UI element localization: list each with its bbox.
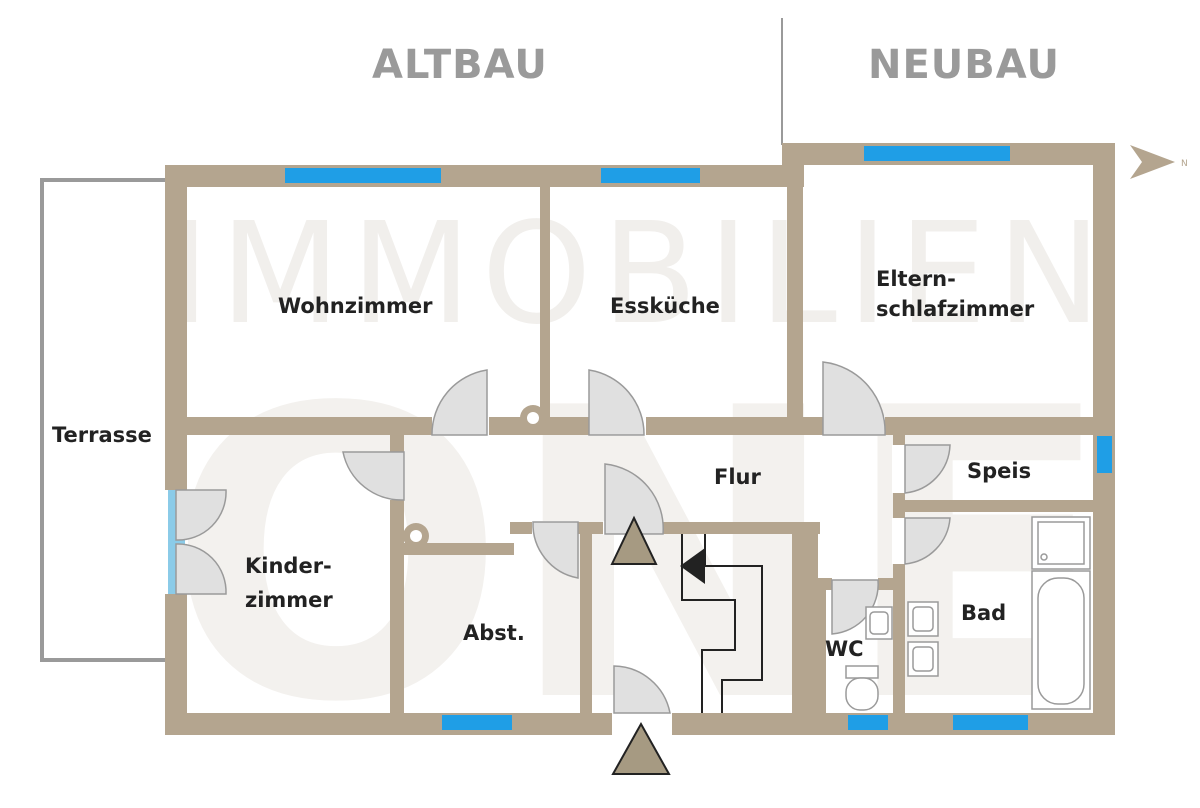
bath-fixtures [845, 516, 1091, 711]
room-terrasse: Terrasse [52, 423, 152, 447]
north-arrow-icon: N [1130, 145, 1188, 179]
room-abst: Abst. [463, 621, 525, 645]
terrace-outline [40, 178, 165, 662]
room-kinderzimmer-line1: Kinder- [245, 554, 332, 578]
header-neubau: NEUBAU [868, 42, 1060, 88]
watermark-immobilien: IMMOBILIEN [169, 193, 1112, 356]
room-esskueche: Essküche [610, 294, 720, 318]
entrance-marker-icon [611, 721, 671, 775]
room-wc: WC [825, 637, 864, 661]
room-speis: Speis [967, 459, 1032, 483]
windows [285, 146, 1112, 730]
room-wohnzimmer: Wohnzimmer [278, 294, 433, 318]
header-altbau: ALTBAU [372, 42, 548, 88]
entrance-marker-icon [610, 515, 658, 565]
room-elternschlafzimmer-line2: schlafzimmer [876, 297, 1035, 321]
door-swings [175, 361, 951, 714]
room-elternschlafzimmer-line1: Eltern- [876, 267, 956, 291]
room-bad: Bad [961, 601, 1007, 625]
room-kinderzimmer-line2: zimmer [245, 588, 333, 612]
north-label: N [1181, 159, 1188, 169]
room-flur: Flur [714, 465, 761, 489]
stair-direction-arrow-icon [680, 548, 705, 584]
